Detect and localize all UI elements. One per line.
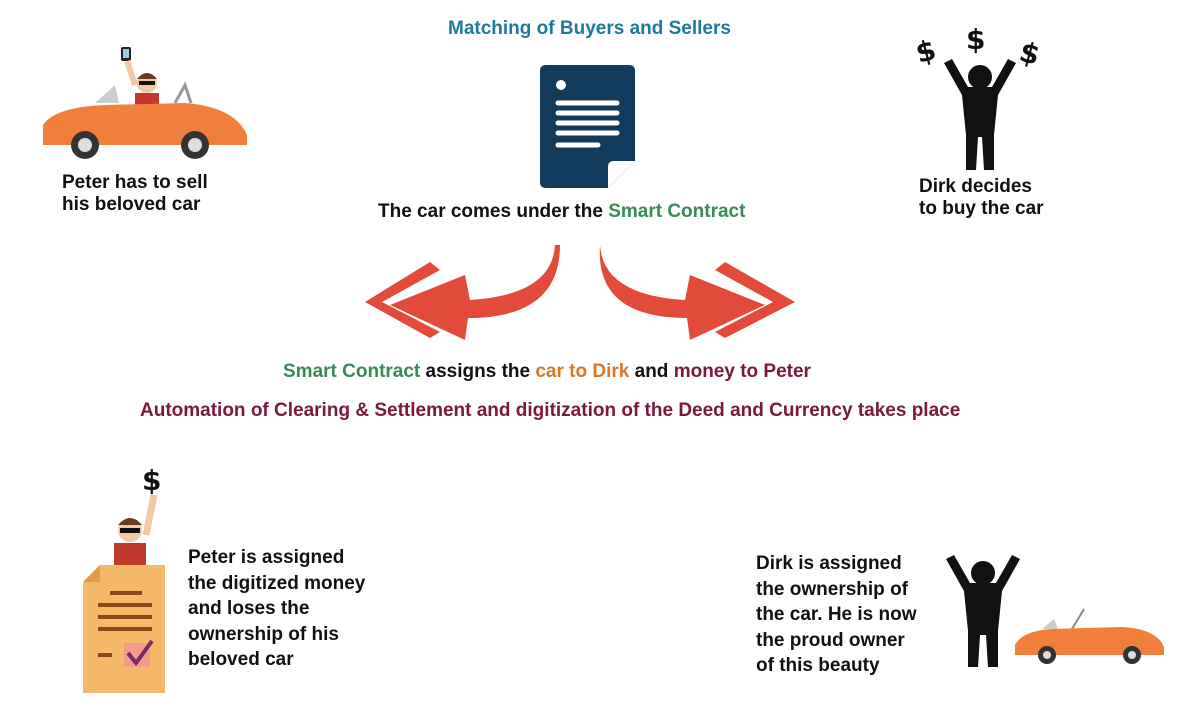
dollar-icon: $ bbox=[966, 25, 985, 56]
peter-money-document-illustration: $ bbox=[83, 465, 165, 693]
peter-result-line: the digitized money bbox=[188, 572, 366, 594]
peter-sell-line: his beloved car bbox=[62, 194, 201, 215]
dollar-icon: $ bbox=[142, 465, 161, 497]
assign-smart-contract: Smart Contract bbox=[283, 361, 421, 382]
dirk-result-text: Dirk is assigned the ownership of the ca… bbox=[756, 551, 917, 679]
contract-caption: The car comes under the Smart Contract bbox=[378, 201, 745, 223]
contract-prefix: The car comes under the bbox=[378, 201, 609, 222]
peter-result-line: Peter is assigned bbox=[188, 547, 345, 568]
peter-result-line: ownership of his bbox=[188, 623, 339, 645]
right-arrow-icon bbox=[599, 245, 795, 340]
dirk-car-icon bbox=[1015, 608, 1164, 664]
automation-caption: Automation of Clearing & Settlement and … bbox=[140, 400, 961, 421]
smart-contract-label: Smart Contract bbox=[608, 201, 746, 222]
assign-caption: Smart Contract assigns the car to Dirk a… bbox=[283, 361, 811, 383]
smart-contract-document-icon bbox=[540, 65, 635, 188]
peter-result-line: beloved car bbox=[188, 649, 294, 670]
dirk-result-line: the ownership of bbox=[756, 578, 908, 600]
dirk-result-line: Dirk is assigned bbox=[756, 553, 902, 574]
assign-money-to-peter: money to Peter bbox=[673, 361, 811, 382]
dollar-icon: $ bbox=[1016, 35, 1043, 72]
dirk-buy-line: to buy the car bbox=[919, 198, 1044, 219]
assign-text: assigns the bbox=[420, 361, 536, 382]
peter-sell-text: Peter has to sell his beloved car bbox=[62, 172, 208, 216]
dirk-money-illustration: $ $ $ bbox=[912, 25, 1043, 170]
peter-result-text: Peter is assigned the digitized money an… bbox=[188, 545, 365, 673]
dirk-person-icon bbox=[946, 555, 1020, 667]
dirk-buy-text: Dirk decides to buy the car bbox=[919, 176, 1044, 220]
split-arrows bbox=[365, 245, 795, 340]
left-arrow-icon bbox=[365, 245, 560, 340]
assign-car-to-dirk: car to Dirk bbox=[535, 361, 630, 382]
dirk-result-line: the proud owner bbox=[756, 629, 905, 651]
dirk-result-line: of this beauty bbox=[756, 655, 880, 676]
diagram-title: Matching of Buyers and Sellers bbox=[448, 18, 731, 39]
dirk-result-line: the car. He is now bbox=[756, 604, 917, 625]
peter-sell-line: Peter has to sell bbox=[62, 172, 208, 193]
dollar-icon: $ bbox=[912, 33, 939, 70]
peter-car-illustration bbox=[43, 47, 247, 159]
peter-result-line: and loses the bbox=[188, 598, 310, 619]
dirk-buy-line: Dirk decides bbox=[919, 176, 1032, 197]
assign-text: and bbox=[629, 361, 674, 382]
